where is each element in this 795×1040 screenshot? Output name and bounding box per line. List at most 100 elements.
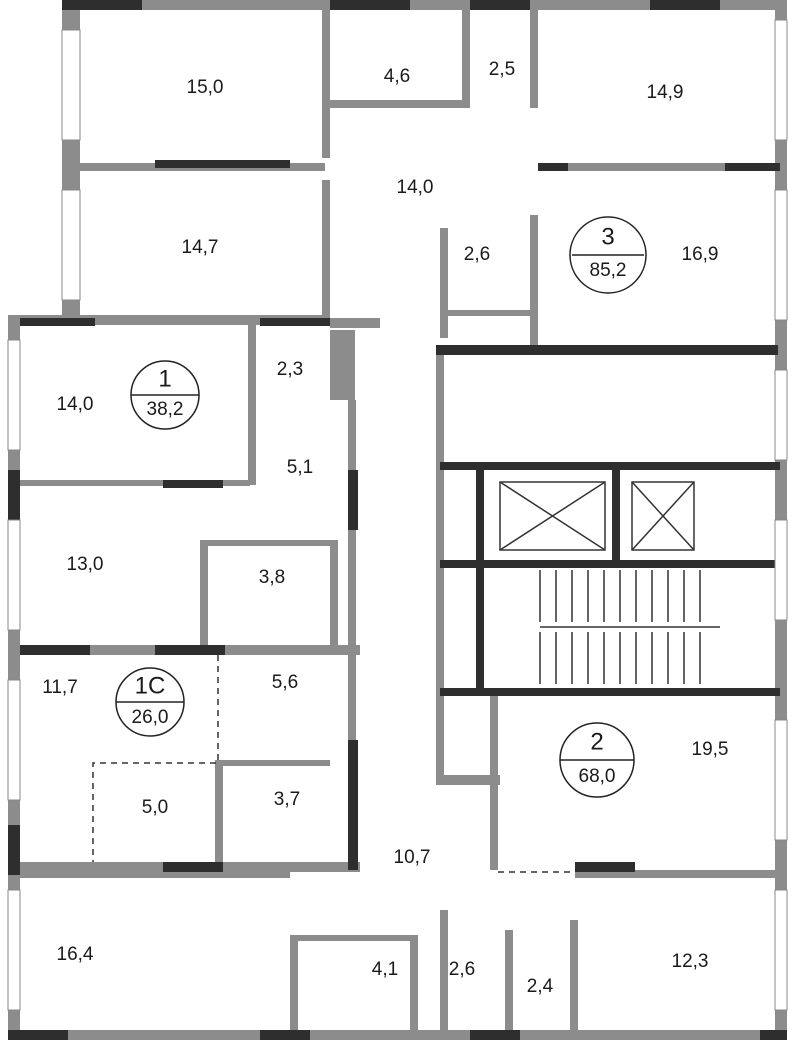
wall [8,315,330,325]
room-area: 5,1 [287,457,313,478]
wall [155,645,225,655]
wall [440,560,780,568]
window [7,889,21,1011]
room-area: 3,8 [259,567,285,588]
room-area: 2,6 [449,959,475,980]
wall [440,910,448,1030]
wall [330,318,380,328]
window [774,889,788,1011]
wall [600,870,780,878]
wall [505,930,513,1030]
apartment-area: 68,0 [579,766,616,787]
wall [440,228,448,338]
wall [410,935,418,1030]
window [774,369,788,461]
wall [20,318,95,326]
elevator-shafts [499,481,695,551]
room-area: 10,7 [394,847,431,868]
wall [462,8,470,108]
room-area: 3,7 [274,789,300,810]
wall [348,740,358,870]
wall [8,470,20,520]
apartment-area: 26,0 [132,707,169,728]
wall [612,462,620,562]
apartment-number: 1С [135,672,166,699]
wall [470,0,530,10]
wall [650,0,720,10]
wall [260,1030,310,1040]
wall [20,645,90,655]
wall [440,310,535,316]
window [774,519,788,621]
wall [348,400,356,780]
wall [322,8,330,158]
wall [62,0,787,10]
apartment-area: 38,2 [147,399,184,420]
wall [348,470,358,530]
room-area: 14,9 [647,82,684,103]
dashed-partitions [92,655,575,873]
room-area: 4,1 [372,959,398,980]
room-area: 14,7 [182,237,219,258]
room-area: 2,6 [464,244,490,265]
apartment-marker-1: 1 38,2 [130,360,200,430]
wall [725,163,780,171]
wall [322,180,330,320]
apartment-marker-1c: 1С 26,0 [115,667,185,737]
window [7,519,21,631]
apartment-number: 2 [590,728,603,755]
window [61,189,81,301]
room-area: 5,0 [142,797,168,818]
wall [20,870,290,878]
apartment-number: 3 [601,223,614,250]
room-area: 5,6 [272,672,298,693]
wall [290,935,298,1030]
window [61,29,81,141]
wall [163,862,223,872]
room-area: 14,0 [57,394,94,415]
wall [260,318,330,326]
wall [200,540,330,546]
window [774,189,788,321]
apartment-area: 85,2 [590,260,627,281]
room-area: 11,7 [42,677,78,698]
window [774,719,788,841]
wall [8,1030,68,1040]
staircase [539,570,720,684]
room-area: 14,0 [397,177,434,198]
wall [295,935,415,941]
wall [330,330,355,400]
windows [7,19,788,1011]
room-area: 2,3 [277,359,303,380]
room-area: 12,3 [672,951,709,972]
wall [163,480,223,488]
wall [760,1030,787,1040]
wall [530,215,538,345]
wall [330,0,410,10]
wall [20,480,250,486]
wall [215,760,223,865]
apartment-marker-3: 3 85,2 [569,216,647,294]
room-area: 13,0 [67,554,104,575]
wall [530,8,538,108]
room-area: 19,5 [692,739,729,760]
window [7,679,21,801]
wall [570,920,578,1030]
wall [200,540,208,645]
wall [62,0,142,10]
wall [436,345,778,355]
room-area: 15,0 [187,77,224,98]
window [7,339,21,451]
wall [330,540,338,645]
room-labels: 15,0 4,6 2,5 14,9 14,0 14,7 2,6 16,9 2,3… [42,59,728,997]
room-area: 2,4 [527,976,554,997]
wall [440,462,780,470]
wall [8,825,20,875]
room-area: 16,9 [682,244,719,265]
wall [436,460,444,780]
wall [476,462,484,692]
window [774,19,788,141]
wall [215,760,330,766]
wall [155,160,290,168]
wall [470,1030,520,1040]
